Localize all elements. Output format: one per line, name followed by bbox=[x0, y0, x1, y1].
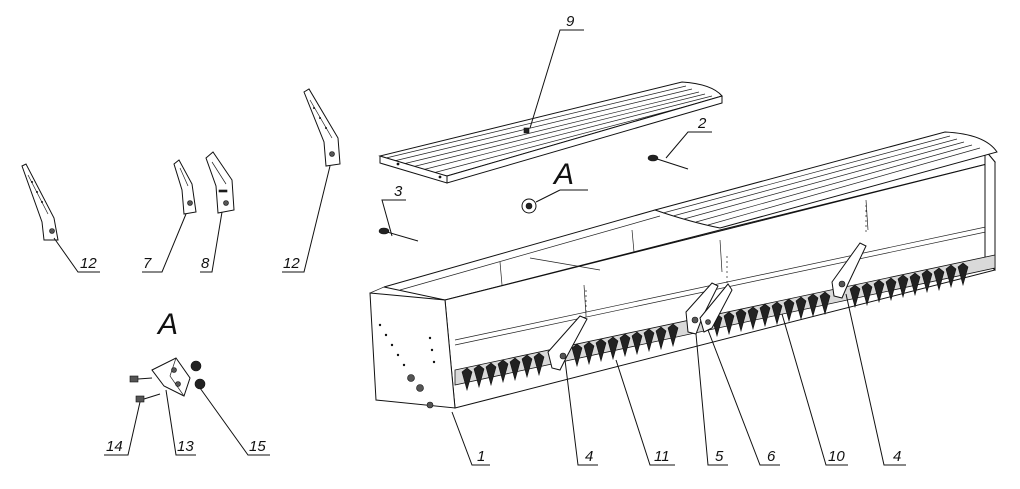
callout-9: 9 bbox=[566, 13, 575, 30]
callout-2: 2 bbox=[697, 115, 707, 132]
callout-labels: 9 2 3 A 12 7 8 12 A 14 13 15 1 4 11 5 6 … bbox=[80, 13, 901, 465]
callout-4-left: 4 bbox=[585, 448, 593, 465]
spring-part-3 bbox=[378, 227, 419, 242]
callout-6: 6 bbox=[767, 448, 776, 465]
bracket-part-7 bbox=[173, 159, 197, 215]
callout-3: 3 bbox=[394, 183, 403, 200]
callout-1: 1 bbox=[477, 448, 485, 465]
callout-11: 11 bbox=[654, 448, 670, 465]
bracket-part-4-right bbox=[831, 242, 867, 299]
bracket-part-12-right bbox=[303, 88, 341, 167]
spring-part-2 bbox=[647, 154, 689, 170]
detail-a-label-view: A bbox=[156, 308, 178, 341]
callout-14: 14 bbox=[106, 438, 123, 455]
bracket-part-4-left bbox=[547, 315, 588, 371]
hopper-body-part-1 bbox=[369, 131, 998, 409]
callout-7: 7 bbox=[143, 255, 152, 272]
callout-4-right: 4 bbox=[893, 448, 901, 465]
callout-15: 15 bbox=[249, 438, 266, 455]
callout-10: 10 bbox=[828, 448, 845, 465]
lid-part-9 bbox=[378, 81, 723, 184]
nut-part-15 bbox=[190, 360, 206, 390]
bracket-part-6 bbox=[699, 283, 733, 333]
detail-a-label-main: A bbox=[552, 158, 574, 191]
callout-5: 5 bbox=[715, 448, 724, 465]
bracket-part-8 bbox=[205, 151, 235, 214]
metering-rollers bbox=[461, 262, 969, 392]
callout-12-right: 12 bbox=[283, 255, 300, 272]
leader-lines bbox=[53, 29, 906, 466]
callout-8: 8 bbox=[201, 255, 210, 272]
callout-12-left: 12 bbox=[80, 255, 97, 272]
bolt-part-14 bbox=[129, 375, 161, 403]
callout-13: 13 bbox=[177, 438, 194, 455]
detail-a-marker bbox=[521, 189, 561, 214]
detail-a-view bbox=[129, 357, 206, 403]
bracket-part-12-left bbox=[21, 163, 59, 241]
